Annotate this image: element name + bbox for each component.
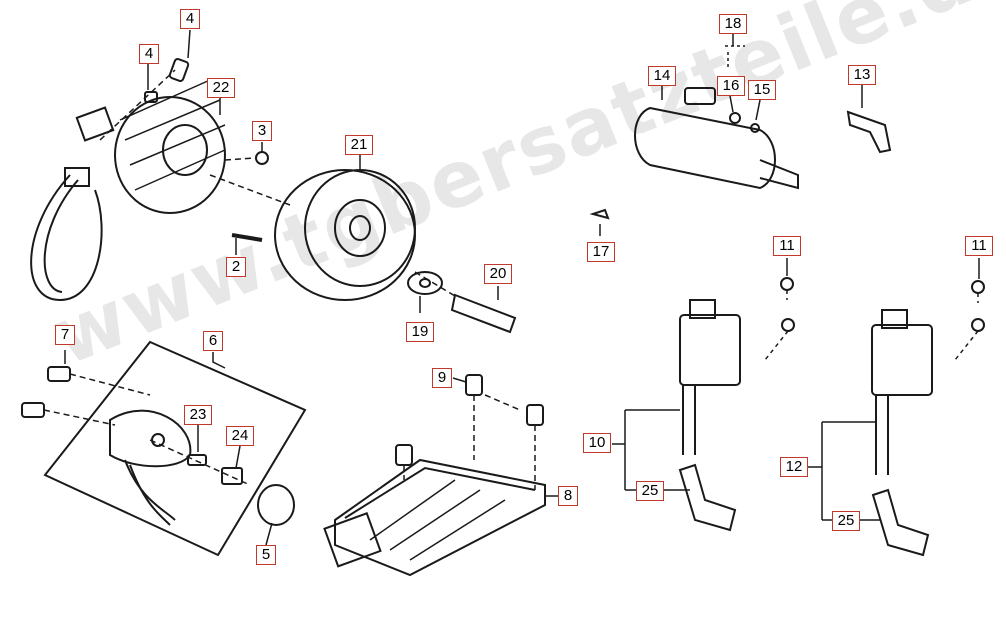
callout-12: 12: [780, 457, 808, 477]
bolt-9a: [465, 374, 483, 396]
clip-17: [589, 208, 610, 220]
ignition-coil-12: [871, 324, 933, 396]
shaft-20: [450, 293, 517, 334]
spark-cap-25a: [678, 463, 737, 532]
callout-11-left: 11: [773, 236, 801, 256]
spark-cap-25b: [871, 488, 930, 557]
callout-6: 6: [203, 331, 223, 351]
part-23: [187, 454, 207, 466]
washer-19: [407, 271, 443, 295]
pulser-coil: [109, 409, 192, 468]
callout-25-left: 25: [636, 481, 664, 501]
callout-8: 8: [558, 486, 578, 506]
ignition-coil-10: [679, 314, 741, 386]
sensor-13: [846, 110, 892, 154]
callout-16: 16: [717, 76, 745, 96]
screw-7b: [21, 402, 45, 418]
callout-20: 20: [484, 264, 512, 284]
callout-15: 15: [748, 80, 776, 100]
o-ring-5: [257, 484, 295, 526]
callout-7: 7: [55, 325, 75, 345]
callout-9: 9: [432, 368, 452, 388]
callout-19: 19: [406, 322, 434, 342]
pulser-box: [43, 340, 307, 557]
callout-22: 22: [207, 78, 235, 98]
callout-2: 2: [226, 257, 246, 277]
bolt-9b: [526, 404, 544, 426]
callout-10: 10: [583, 433, 611, 453]
screw-3: [255, 151, 269, 165]
starter-motor: [634, 106, 776, 190]
bolt-4-top: [168, 58, 190, 82]
bolt-9c: [395, 444, 413, 466]
stator-wire-loop: [30, 174, 103, 302]
callout-18: 18: [719, 14, 747, 34]
cdi-unit: [334, 458, 546, 577]
callout-5: 5: [256, 545, 276, 565]
screw-2: [231, 233, 263, 242]
callout-21: 21: [345, 135, 373, 155]
callout-4-top: 4: [180, 9, 200, 29]
callout-25-right: 25: [832, 511, 860, 531]
callout-11-right: 11: [965, 236, 993, 256]
callout-24: 24: [226, 426, 254, 446]
callout-14: 14: [648, 66, 676, 86]
callout-17: 17: [587, 242, 615, 262]
part-24: [221, 467, 243, 485]
flywheel: [274, 169, 416, 301]
callout-4-spacer: 4: [139, 44, 159, 64]
callout-3: 3: [252, 121, 272, 141]
callout-13: 13: [848, 65, 876, 85]
screw-7a: [47, 366, 71, 382]
callout-23: 23: [184, 405, 212, 425]
